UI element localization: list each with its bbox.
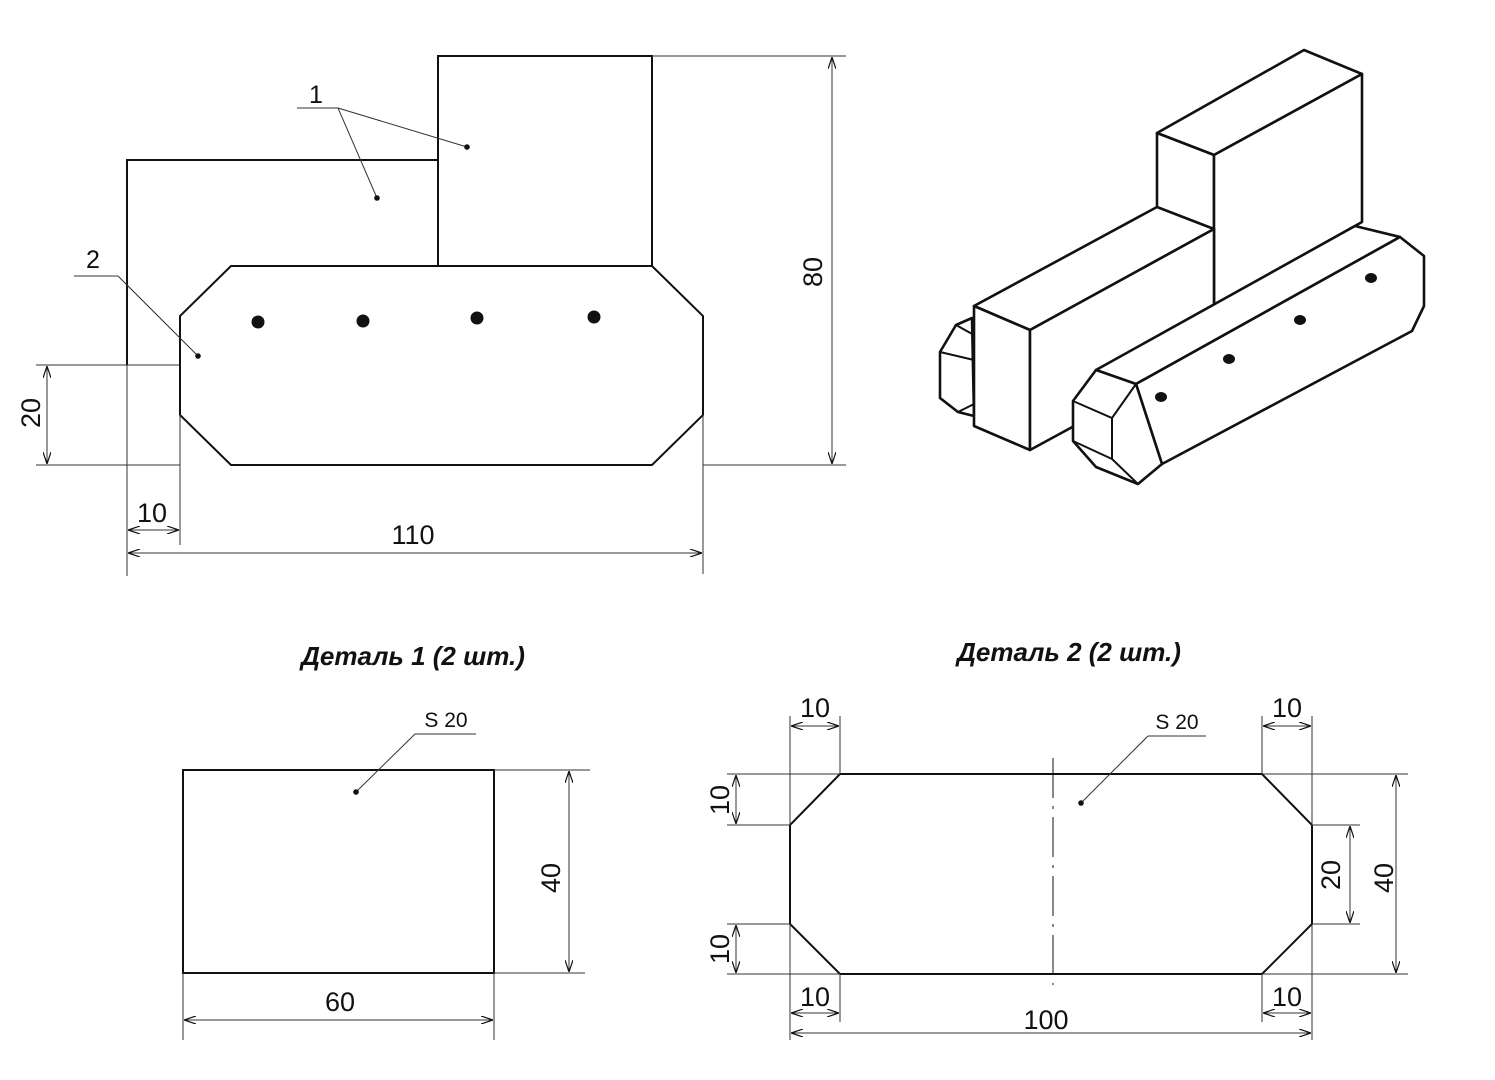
part-1-tall-block	[437, 55, 653, 266]
dimension-80: 80	[652, 55, 846, 466]
wheel-dot	[251, 315, 265, 329]
part-1-left-block	[126, 159, 438, 365]
callout-2: 2	[74, 246, 201, 359]
detail-2-outline	[789, 773, 1313, 975]
part-2-track	[179, 265, 704, 466]
detail-2-thickness: S 20	[1155, 711, 1198, 734]
detail-2-dim-100: 100	[1023, 1005, 1068, 1035]
iso-low-block-front	[972, 304, 1032, 452]
detail-1-dim-60: 60	[325, 987, 355, 1017]
dimension-20: 20	[16, 364, 180, 466]
isometric-view	[938, 48, 1426, 486]
detail-2-dim-bottom-right: 10	[1272, 982, 1302, 1012]
detail-2-dim-left-lower: 10	[705, 934, 735, 964]
detail-1-thickness: S 20	[424, 709, 467, 732]
detail-1-title: Деталь 1 (2 шт.)	[299, 641, 525, 671]
detail-1-outline	[182, 769, 495, 974]
detail-1-dim-40: 40	[536, 863, 566, 893]
detail-2-dim-left-upper: 10	[705, 785, 735, 815]
detail-2-dim-top-left: 10	[800, 693, 830, 723]
detail-2-dim-bottom-left: 10	[800, 982, 830, 1012]
wheel-dot	[587, 310, 601, 324]
callout-2-label: 2	[86, 246, 100, 274]
iso-wheel-dot	[1365, 273, 1377, 283]
detail-1: Деталь 1 (2 шт.) S 20 60 40	[182, 641, 590, 1040]
wheel-dot	[470, 311, 484, 325]
dim-110-label: 110	[391, 520, 434, 550]
callout-1: 1	[297, 81, 470, 201]
detail-2-dim-20: 20	[1316, 860, 1346, 890]
iso-wheel-dot	[1223, 354, 1235, 364]
dim-10-label: 10	[137, 498, 167, 528]
dim-80-label: 80	[798, 257, 828, 287]
callout-1-label: 1	[309, 81, 323, 109]
iso-wheel-dot	[1155, 392, 1167, 402]
dimension-110: 110	[129, 415, 704, 574]
wheel-dot	[356, 314, 370, 328]
front-view: 1 2 80 20 10	[16, 55, 846, 576]
dim-20-label: 20	[16, 398, 46, 428]
detail-2-title: Деталь 2 (2 шт.)	[955, 637, 1181, 667]
detail-2: Деталь 2 (2 шт.) S 20 10 10 10 10 10	[705, 637, 1408, 1040]
detail-2-dim-top-right: 10	[1272, 693, 1302, 723]
dimension-10: 10	[126, 365, 181, 576]
iso-wheel-dot	[1294, 315, 1306, 325]
detail-2-dim-40: 40	[1369, 863, 1399, 893]
